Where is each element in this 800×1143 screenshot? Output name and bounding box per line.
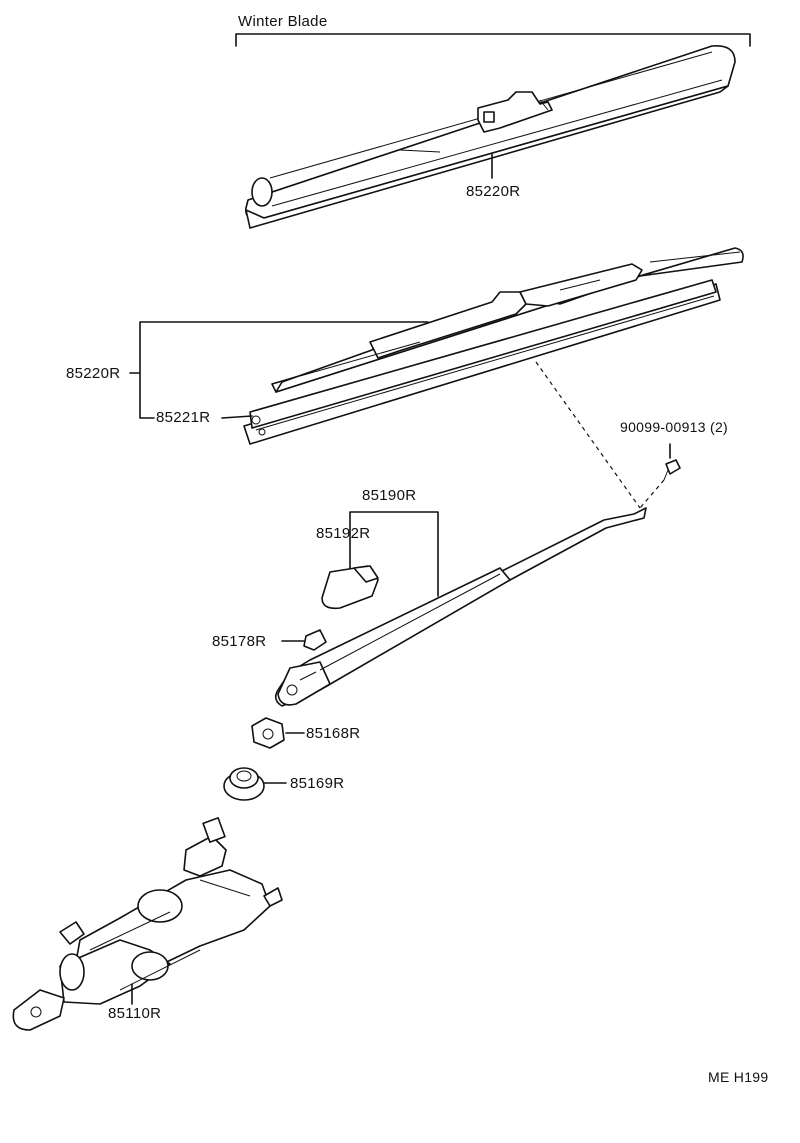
header-label: Winter Blade bbox=[238, 13, 328, 30]
callout-nut: 85168R bbox=[306, 725, 361, 742]
screw-dashed-line bbox=[639, 479, 665, 509]
callout-motor: 85110R bbox=[108, 1005, 162, 1022]
callout-arm-cover: 85192R bbox=[316, 525, 371, 542]
callout-screw: 90099-00913 (2) bbox=[620, 419, 729, 435]
nut bbox=[251, 717, 305, 749]
wiper-blade-insert bbox=[243, 279, 721, 445]
arm-cap bbox=[281, 629, 327, 651]
callout-arm-cap: 85178R bbox=[212, 633, 267, 650]
wiper-blade-frame bbox=[271, 247, 744, 393]
arm-cover bbox=[321, 565, 379, 610]
callout-blade-upper: 85220R bbox=[66, 365, 121, 382]
footer-code: ME H199 bbox=[708, 1069, 769, 1085]
assembly-dashed-line bbox=[535, 361, 641, 509]
callout-winter-blade: 85220R bbox=[466, 183, 521, 200]
wiper-arm bbox=[274, 507, 647, 707]
callout-grommet: 85169R bbox=[290, 775, 345, 792]
grommet bbox=[223, 767, 287, 801]
winter-blade bbox=[245, 45, 736, 229]
winter-blade-bracket bbox=[235, 33, 751, 47]
arm-callout-bracket bbox=[349, 511, 439, 597]
blade-callout-bracket bbox=[129, 321, 429, 419]
wiper-motor bbox=[12, 817, 283, 1031]
callout-blade-insert: 85221R bbox=[156, 409, 211, 426]
screw bbox=[663, 443, 681, 481]
callout-arm-assy: 85190R bbox=[362, 487, 417, 504]
